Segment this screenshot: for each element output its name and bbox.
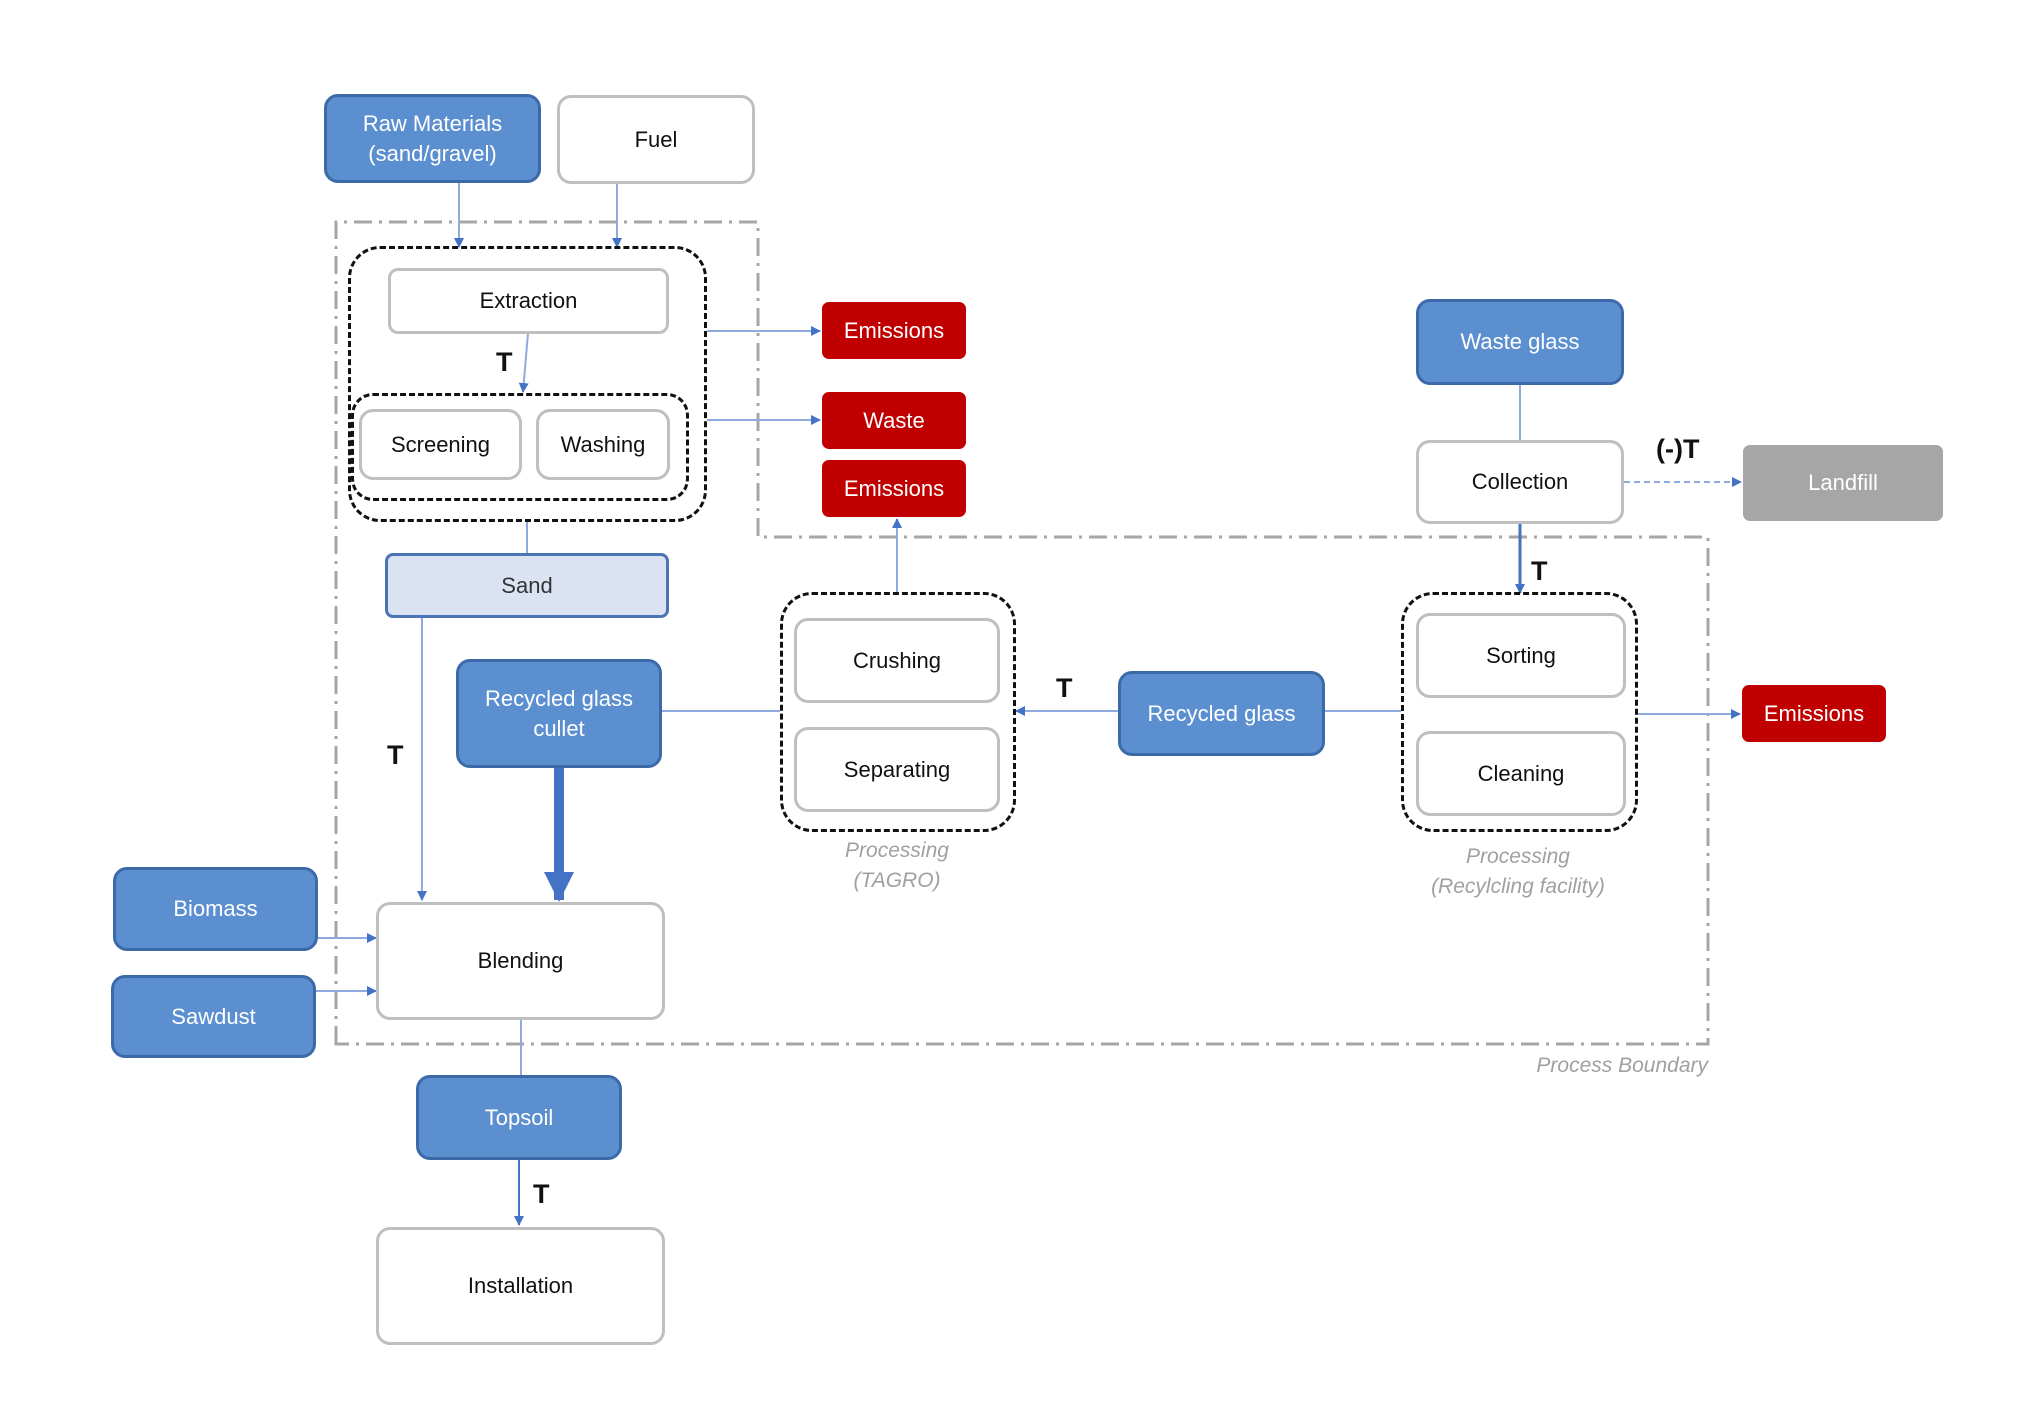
biomass-box: Biomass xyxy=(113,867,318,951)
landfill-box: Landfill xyxy=(1743,445,1943,521)
fuel-box: Fuel xyxy=(557,95,755,184)
recycling-facility-group xyxy=(1401,592,1638,832)
recycled-glass-cullet-box: Recycled glass cullet xyxy=(456,659,662,768)
waste-box: Waste xyxy=(822,392,966,449)
screening-washing-group xyxy=(351,393,689,501)
sand-box: Sand xyxy=(385,553,669,618)
raw-materials-box: Raw Materials (sand/gravel) xyxy=(324,94,541,183)
screening-box: Screening xyxy=(359,409,522,480)
emissions-box-extraction: Emissions xyxy=(822,302,966,359)
process-boundary-label: Process Boundary xyxy=(1536,1054,1708,1077)
negative-transport-label: (-)T xyxy=(1656,434,1700,464)
emissions-box-processing: Emissions xyxy=(1742,685,1886,742)
sorting-box: Sorting xyxy=(1416,613,1626,698)
installation-box: Installation xyxy=(376,1227,665,1345)
tagro-processing-group xyxy=(780,592,1016,832)
topsoil-box: Topsoil xyxy=(416,1075,622,1160)
washing-box: Washing xyxy=(536,409,670,480)
collection-box: Collection xyxy=(1416,440,1624,524)
sawdust-box: Sawdust xyxy=(111,975,316,1058)
waste-glass-box: Waste glass xyxy=(1416,299,1624,385)
emissions-box-crushing: Emissions xyxy=(822,460,966,517)
recycled-glass-box: Recycled glass xyxy=(1118,671,1325,756)
transport-label-topsoil: T xyxy=(533,1179,550,1209)
transport-label-sand: T xyxy=(387,740,404,770)
arrow-extraction-to-screening xyxy=(518,332,529,393)
extraction-box: Extraction xyxy=(388,268,669,334)
blending-box: Blending xyxy=(376,902,665,1020)
process-boundary-outline xyxy=(334,220,1710,1046)
extraction-group xyxy=(348,246,707,522)
transport-label-recycled: T xyxy=(1056,673,1073,703)
transport-label-extraction: T xyxy=(496,347,513,377)
transport-label-collection: T xyxy=(1531,556,1548,586)
crushing-box: Crushing xyxy=(794,618,1000,703)
processing-facility-label: Processing (Recylcling facility) xyxy=(1431,845,1605,898)
separating-box: Separating xyxy=(794,727,1000,812)
processing-tagro-label: Processing (TAGRO) xyxy=(845,839,949,892)
cleaning-box: Cleaning xyxy=(1416,731,1626,816)
